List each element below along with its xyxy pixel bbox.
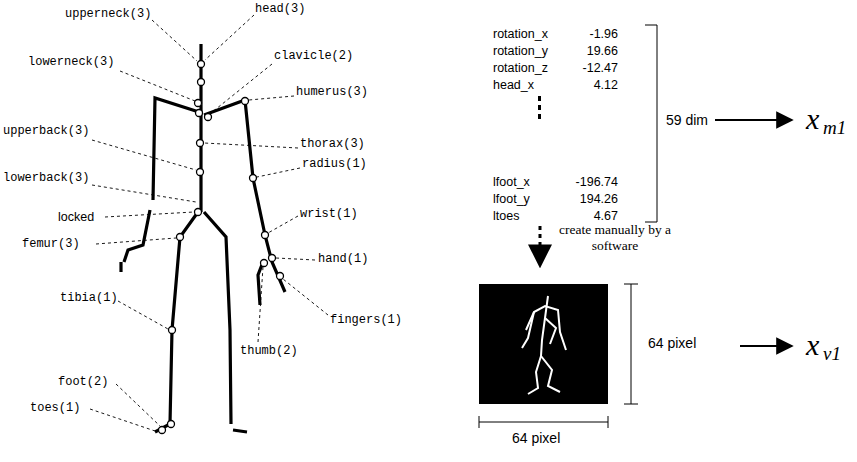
arrow — [740, 345, 792, 347]
math-subscript: v1 — [823, 344, 841, 363]
leader-lines — [90, 15, 328, 432]
field-value: 194.26 — [580, 192, 618, 206]
joint-label: lowerback(3) — [3, 172, 89, 186]
field-name: lfoot_x — [493, 175, 530, 189]
joint-label: fingers(1) — [330, 314, 402, 328]
joint-label: lowerneck(3) — [28, 56, 114, 70]
field-name: lfoot_y — [493, 192, 530, 206]
joint-label: toes(1) — [30, 402, 80, 416]
vector-bracket — [645, 25, 657, 222]
field-name: ltoes — [493, 209, 519, 223]
joint-label: upperneck(3) — [65, 8, 151, 22]
joint-label: upperback(3) — [3, 125, 89, 139]
field-value: 19.66 — [587, 44, 618, 58]
note-text: create manually by a software — [555, 222, 675, 253]
field-value: 4.67 — [594, 209, 618, 223]
dimension-label: 64 pixel — [512, 430, 560, 446]
pixel-image — [479, 284, 608, 404]
math-symbol: x — [806, 104, 819, 134]
math-subscript: m1 — [823, 118, 846, 137]
joint-label: femur(3) — [22, 238, 80, 252]
image-figure — [522, 296, 566, 394]
joint-label: foot(2) — [58, 376, 108, 390]
joint-label: locked — [58, 210, 94, 224]
joint-label: head(3) — [255, 3, 305, 17]
field-value: -1.96 — [590, 27, 619, 41]
joint-label: humerus(3) — [296, 86, 368, 100]
math-symbol: x — [806, 330, 819, 360]
arrow — [715, 119, 792, 121]
field-value: 4.12 — [594, 78, 618, 92]
dimension-lines — [479, 284, 638, 428]
joint-label: wrist(1) — [300, 208, 358, 222]
dots — [538, 96, 541, 119]
field-value: -12.47 — [583, 61, 618, 75]
joint-label: radius(1) — [302, 158, 367, 172]
field-name: rotation_y — [493, 44, 548, 58]
field-name: head_x — [493, 78, 534, 92]
field-name: rotation_z — [493, 61, 548, 75]
dimension-label: 64 pixel — [648, 335, 696, 351]
joint-label: tibia(1) — [60, 292, 118, 306]
joint-label: thorax(3) — [300, 138, 365, 152]
field-name: rotation_x — [493, 27, 548, 41]
dimension-label: 59 dim — [666, 112, 708, 128]
field-value: -196.74 — [576, 175, 618, 189]
joint-label: clavicle(2) — [274, 50, 353, 64]
skeleton — [121, 44, 285, 432]
dotted-arrow — [539, 226, 542, 266]
joint-label: thumb(2) — [240, 345, 298, 359]
joint-label: hand(1) — [318, 253, 368, 267]
joints — [159, 61, 284, 434]
